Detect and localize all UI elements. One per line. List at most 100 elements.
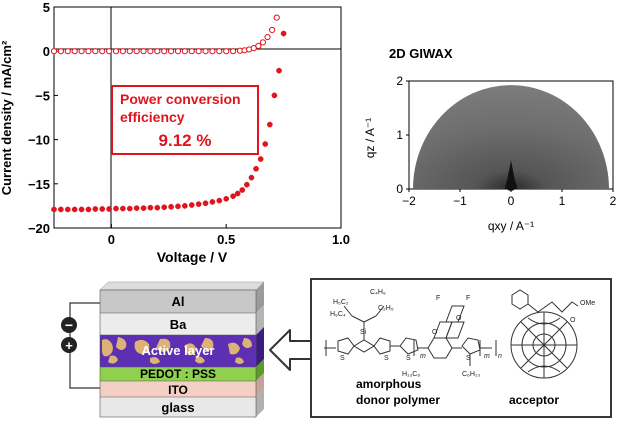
dark-current-point bbox=[264, 33, 271, 41]
layer-pedot bbox=[100, 367, 256, 381]
al-side bbox=[256, 290, 264, 313]
illuminated-current-point bbox=[126, 205, 133, 212]
dark-current-point bbox=[216, 48, 223, 55]
donor-caption-line1: amorphous bbox=[356, 377, 422, 391]
label-s3: S bbox=[406, 355, 411, 362]
illuminated-current-point bbox=[239, 187, 246, 193]
label-s1: S bbox=[340, 355, 345, 362]
label-al: Al bbox=[172, 294, 185, 309]
illuminated-current-point bbox=[140, 205, 147, 211]
illuminated-current-point bbox=[216, 197, 223, 204]
dark-current-point bbox=[174, 48, 182, 55]
pce-label-line2: efficiency bbox=[120, 109, 185, 125]
label-ba: Ba bbox=[170, 317, 187, 332]
dark-current-point bbox=[57, 48, 64, 55]
label-n: n bbox=[498, 353, 502, 360]
illuminated-current-point bbox=[202, 200, 209, 207]
layer-ba bbox=[100, 313, 256, 335]
dark-current-point bbox=[85, 48, 92, 55]
layer-al bbox=[100, 290, 256, 313]
illuminated-current-point bbox=[120, 205, 126, 212]
dark-current-point bbox=[147, 48, 154, 55]
illuminated-current-point bbox=[182, 203, 188, 209]
giwax-y-label: qz / A⁻¹ bbox=[363, 118, 377, 158]
pce-value: 9.12 % bbox=[159, 131, 212, 150]
dark-current-point bbox=[71, 48, 78, 55]
ba-side bbox=[256, 305, 264, 335]
y-axis-label: Current density / mA/cm² bbox=[0, 40, 14, 195]
dark-current-point bbox=[195, 48, 202, 55]
y-tick-label: 0 bbox=[43, 44, 50, 59]
illuminated-current-point bbox=[234, 190, 241, 197]
giwax-scattering-pattern bbox=[413, 85, 609, 189]
dark-current-point bbox=[255, 42, 262, 49]
giwax-x-tick-label: 0 bbox=[508, 194, 515, 208]
dark-current-point bbox=[167, 48, 175, 55]
illuminated-current-point bbox=[262, 141, 269, 147]
label-m2: m bbox=[484, 353, 490, 360]
label-ome: OMe bbox=[580, 300, 595, 307]
pce-box bbox=[111, 85, 259, 155]
donor-atom-labels: H₅C₂ C₄H₉ C₂H₅ H₉C₄ Si F F O O S S S S H… bbox=[330, 289, 595, 378]
x-tick-label: 1.0 bbox=[332, 232, 350, 247]
label-s2: S bbox=[384, 355, 389, 362]
minus-sign: − bbox=[65, 317, 73, 333]
dark-current-point bbox=[188, 48, 195, 55]
illuminated-current-point bbox=[188, 202, 195, 208]
plus-sign: + bbox=[65, 338, 73, 353]
dark-current-point bbox=[259, 39, 267, 46]
label-m1: m bbox=[420, 353, 426, 360]
dark-current-point bbox=[106, 48, 113, 55]
glass-side bbox=[256, 389, 264, 417]
dark-current-point bbox=[154, 48, 161, 55]
illuminated-current-point bbox=[113, 205, 119, 212]
layer-borders bbox=[99, 289, 257, 418]
illuminated-current-point bbox=[244, 181, 250, 188]
illuminated-current-point bbox=[64, 206, 71, 213]
y-tick-label: −5 bbox=[35, 88, 50, 103]
giwax-x-tick-label: 1 bbox=[559, 194, 566, 208]
donor-caption-line2: donor polymer bbox=[356, 393, 440, 407]
label-active-layer: Active layer bbox=[142, 343, 215, 358]
illuminated-current-point bbox=[85, 206, 92, 213]
minus-terminal bbox=[61, 317, 77, 333]
plus-terminal bbox=[61, 337, 77, 353]
y-tick-label: 5 bbox=[43, 0, 50, 15]
molecule-panel: H₅C₂ C₄H₉ C₂H₅ H₉C₄ Si F F O O S S S S H… bbox=[310, 278, 612, 418]
layer-ito bbox=[100, 381, 256, 397]
label-h5c2: H₅C₂ bbox=[333, 299, 349, 306]
acceptor-caption: acceptor bbox=[509, 393, 559, 407]
dark-current-point bbox=[181, 48, 188, 55]
label-si: Si bbox=[360, 329, 367, 336]
label-s4: S bbox=[466, 355, 471, 362]
x-tick-label: 0 bbox=[108, 232, 115, 247]
illuminated-current-point bbox=[223, 195, 230, 202]
illuminated-current-point bbox=[133, 205, 140, 211]
dark-current-point bbox=[119, 48, 126, 55]
illuminated-current-point bbox=[99, 206, 106, 212]
giwax-x-tick-label: 2 bbox=[610, 194, 617, 208]
giwax-x-tick-label: −1 bbox=[453, 194, 467, 208]
illuminated-current-point bbox=[168, 203, 174, 210]
illuminated-current-point bbox=[58, 206, 64, 213]
giwax-y-tick-label: 0 bbox=[396, 182, 403, 196]
giwax-y-tick-label: 2 bbox=[396, 74, 403, 88]
illuminated-current-point bbox=[280, 30, 287, 37]
illuminated-current-point bbox=[195, 201, 202, 207]
illuminated-current-point bbox=[266, 121, 273, 128]
label-c4h9: C₄H₉ bbox=[370, 289, 386, 296]
giwax-title: 2D GIWAX bbox=[389, 46, 453, 61]
label-f2: F bbox=[466, 295, 470, 302]
label-h13c6: H₁₃C₆ bbox=[402, 371, 420, 378]
label-glass: glass bbox=[161, 400, 194, 415]
label-c6h13: C₆H₁₃ bbox=[462, 371, 480, 378]
label-c2h5: C₂H₅ bbox=[378, 305, 394, 312]
dark-current-point bbox=[126, 48, 133, 55]
label-pedot: PEDOT : PSS bbox=[140, 367, 216, 381]
pce-label-line1: Power conversion bbox=[120, 91, 241, 107]
label-o1: O bbox=[456, 315, 462, 322]
